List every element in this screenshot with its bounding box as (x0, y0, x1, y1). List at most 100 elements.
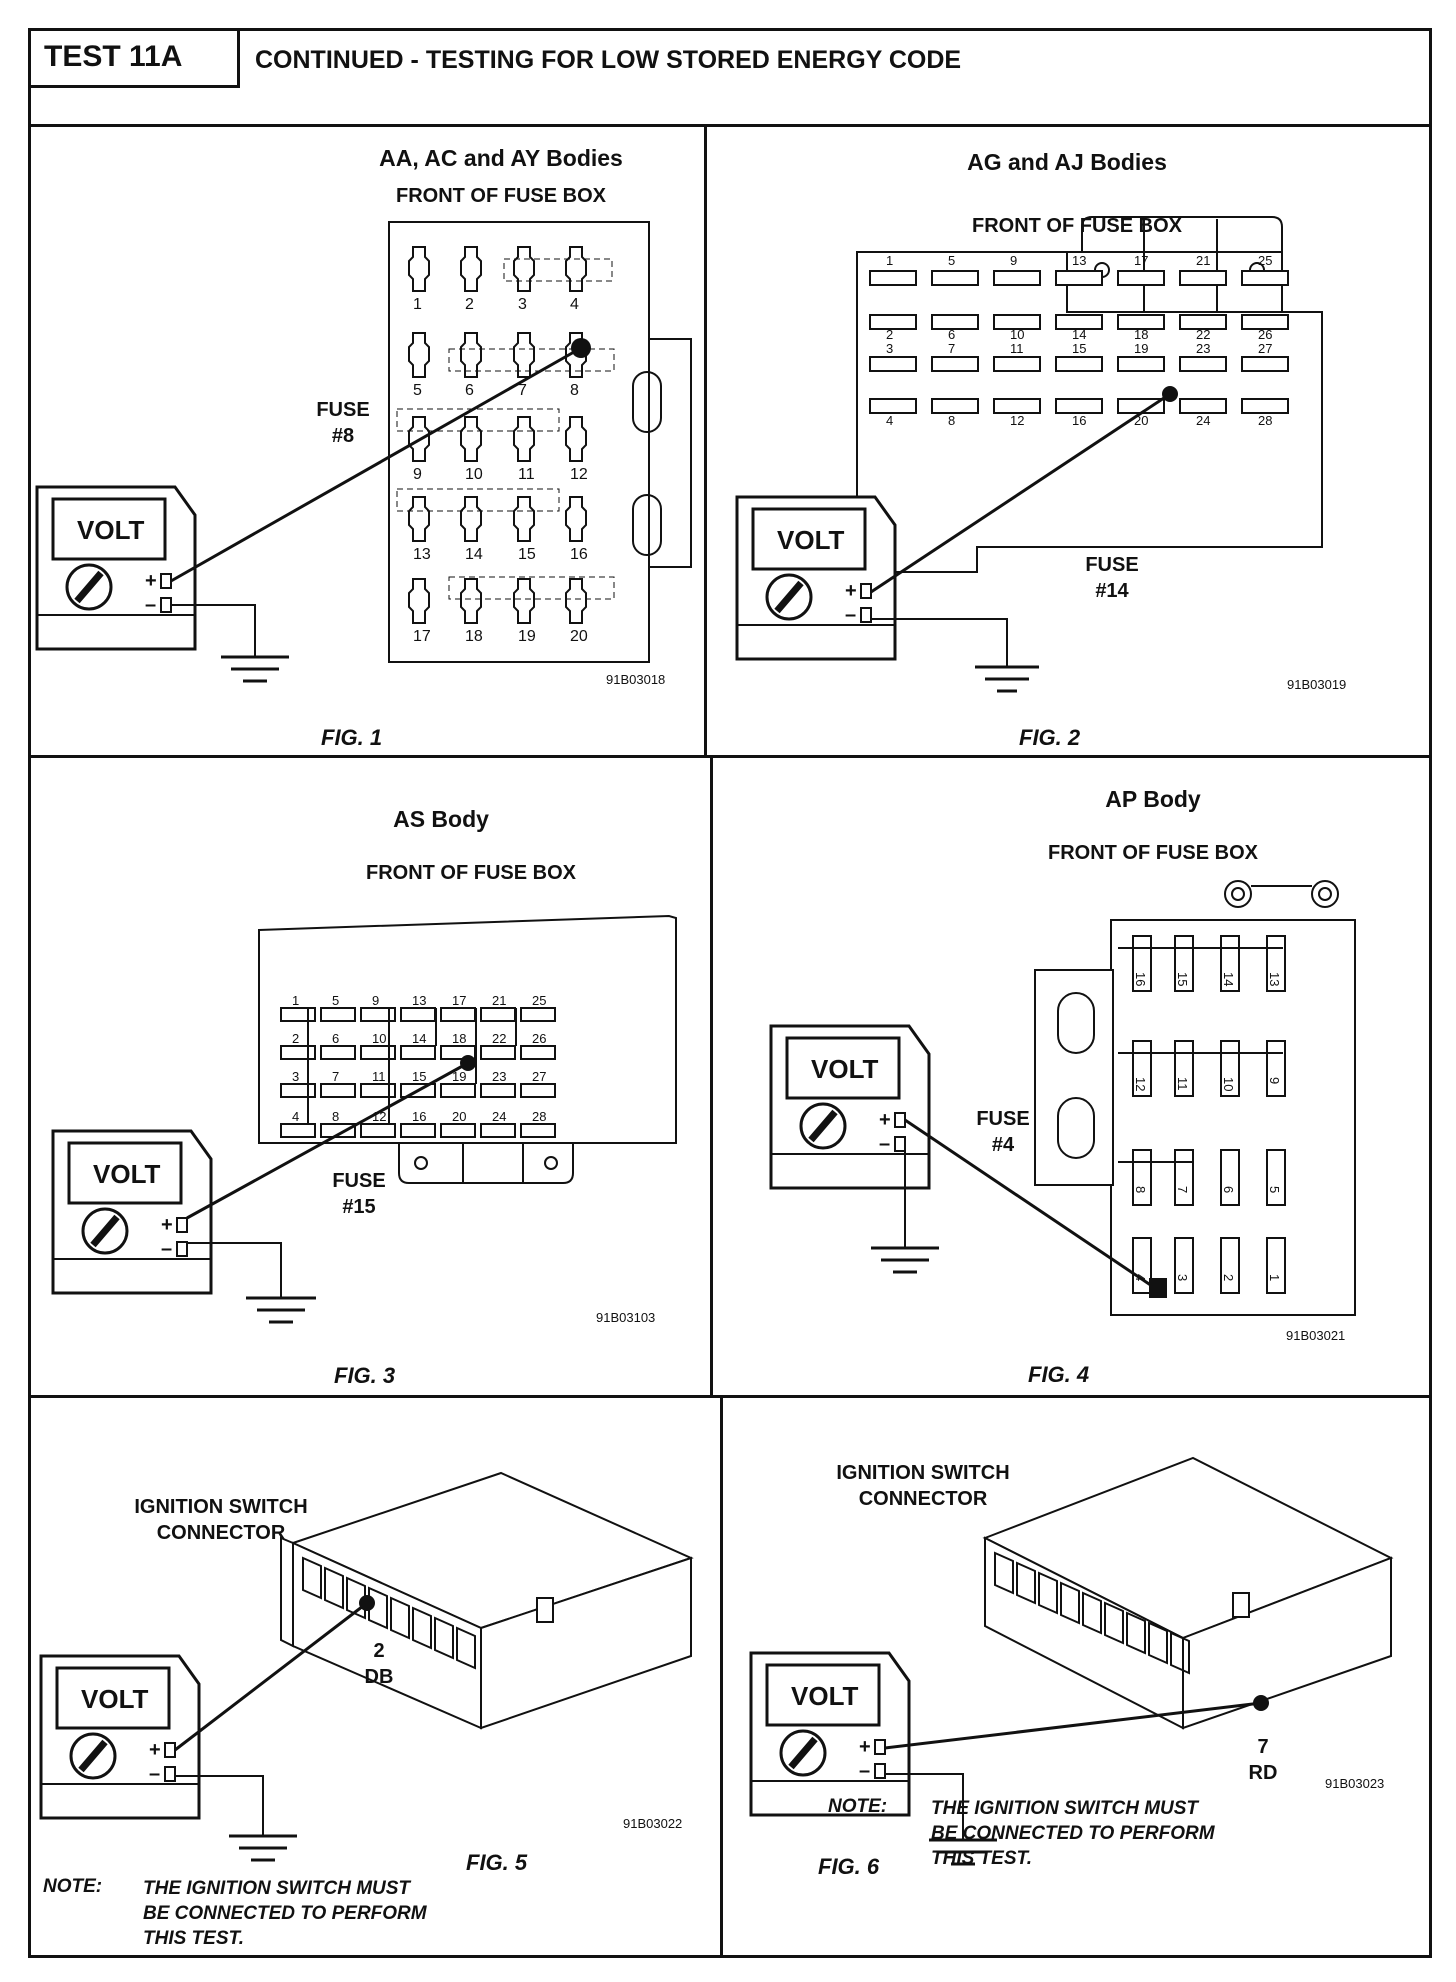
fuse-number: 10 (1221, 1077, 1236, 1091)
fuse-number: 27 (1258, 341, 1272, 356)
fuse-number: 11 (372, 1069, 386, 1084)
fig3-probe-point (460, 1055, 476, 1071)
fig1-bracket-slot-2 (632, 494, 662, 556)
fig6-ground-icon (929, 1838, 997, 1866)
fuse-number: 20 (452, 1109, 466, 1124)
fuse-slot (565, 246, 587, 292)
fig1-minus: – (145, 594, 156, 616)
connector-slot (456, 1626, 476, 1670)
fuse-number: 11 (518, 466, 535, 483)
fuse-slot (360, 1083, 396, 1098)
fig1-subtitle: FRONT OF FUSE BOX (396, 185, 606, 207)
fuse-number: 22 (492, 1031, 506, 1046)
fig2-probe-lead (870, 392, 1171, 594)
fig5-connector (280, 1471, 694, 1730)
fuse-slot (1174, 1149, 1194, 1206)
fig3-ground-icon (246, 1296, 316, 1324)
fuse-slot (280, 1123, 316, 1138)
fuse-slot (320, 1123, 356, 1138)
fuse-slot (1241, 356, 1289, 372)
fuse-number: 13 (413, 546, 431, 563)
fig1-dashed-group (448, 348, 615, 372)
fuse-number: 9 (1010, 253, 1017, 268)
fuse-slot (520, 1007, 556, 1022)
connector-slot (1016, 1561, 1036, 1605)
fuse-slot (460, 416, 482, 462)
fuse-slot (440, 1123, 476, 1138)
fuse-slot (480, 1007, 516, 1022)
fuse-slot (1174, 1237, 1194, 1294)
fuse-slot (993, 314, 1041, 330)
fuse-number: 9 (1267, 1077, 1282, 1084)
fig3-ground-lead (187, 1242, 282, 1298)
fuse-slot (400, 1045, 436, 1060)
fuse-number: 5 (948, 253, 955, 268)
fig4-ground-icon (871, 1246, 939, 1274)
fuse-number: 8 (332, 1109, 339, 1124)
fig1-dashed-group (503, 258, 613, 282)
fig5-diagram: VOLT + – (39, 1471, 694, 1862)
fig4-volt-text: VOLT (811, 1054, 879, 1084)
fuse-number: 18 (465, 628, 483, 645)
fig6-note-text: THE IGNITION SWITCH MUST BE CONNECTED TO… (931, 1798, 1215, 1869)
fig1-panel: AA, AC and AY Bodies FRONT OF FUSE BOX 1… (31, 127, 704, 755)
fuse-number: 4 (886, 413, 893, 428)
fuse-number: 8 (570, 382, 579, 399)
fuse-number: 17 (1134, 253, 1148, 268)
page-title: CONTINUED - TESTING FOR LOW STORED ENERG… (255, 46, 962, 74)
fuse-slot (1220, 1237, 1240, 1294)
fig1-plus: + (145, 570, 157, 592)
fuse-number: 16 (412, 1109, 426, 1124)
fig3-fuse-box-outline (258, 914, 677, 1144)
fig1-ground-icon (221, 655, 289, 683)
fuse-number: 4 (292, 1109, 299, 1124)
fuse-slot (1266, 1040, 1286, 1097)
fuse-number: 3 (886, 341, 893, 356)
fuse-slot (280, 1007, 316, 1022)
fig1-volt-text: VOLT (77, 515, 145, 545)
fuse-number: 5 (413, 382, 422, 399)
fuse-slot (513, 416, 535, 462)
fig6-code: 91B03023 (1325, 1776, 1385, 1791)
fig5-ground-lead (175, 1775, 264, 1836)
fuse-slot (460, 496, 482, 542)
fig5-plus: + (149, 1739, 161, 1761)
fig6-pin-label: 7 RD (1248, 1736, 1278, 1784)
fuse-slot (869, 314, 917, 330)
fuse-number: 12 (570, 466, 588, 483)
fig3-subtitle: FRONT OF FUSE BOX (366, 862, 576, 884)
fuse-slot (1055, 398, 1103, 414)
fig3-probe-lead (186, 1061, 469, 1220)
fuse-slot (869, 398, 917, 414)
fig6-probe-lead (884, 1701, 1262, 1750)
fuse-number: 19 (452, 1069, 466, 1084)
fuse-number: 1 (413, 296, 422, 313)
fuse-number: 1 (292, 993, 299, 1008)
fuse-number: 2 (292, 1031, 299, 1046)
connector-slot (1060, 1581, 1080, 1625)
connector-slot (324, 1566, 344, 1610)
fuse-slot (480, 1123, 516, 1138)
connector-slot (1104, 1601, 1124, 1645)
fuse-slot (1132, 1149, 1152, 1206)
fuse-number: 17 (413, 628, 431, 645)
fuse-slot (440, 1007, 476, 1022)
fuse-number: 24 (1196, 413, 1210, 428)
fuse-slot (1241, 398, 1289, 414)
fuse-number: 26 (532, 1031, 546, 1046)
fig4-bracket (1034, 969, 1114, 1186)
fuse-number: 9 (413, 466, 422, 483)
fuse-slot (360, 1007, 396, 1022)
fuse-number: 2 (465, 296, 474, 313)
fuse-slot (520, 1045, 556, 1060)
test-id-box: TEST 11A (28, 28, 240, 88)
fuse-number: 6 (948, 327, 955, 342)
fuse-slot (460, 246, 482, 292)
fuse-number: 26 (1258, 327, 1272, 342)
fig3-volt-text: VOLT (93, 1159, 161, 1189)
fuse-number: 16 (570, 546, 588, 563)
fig3-fuse-label: FUSE #15 (332, 1170, 386, 1218)
fuse-slot (1220, 935, 1240, 992)
fig6-voltmeter: VOLT + – (749, 1651, 911, 1817)
